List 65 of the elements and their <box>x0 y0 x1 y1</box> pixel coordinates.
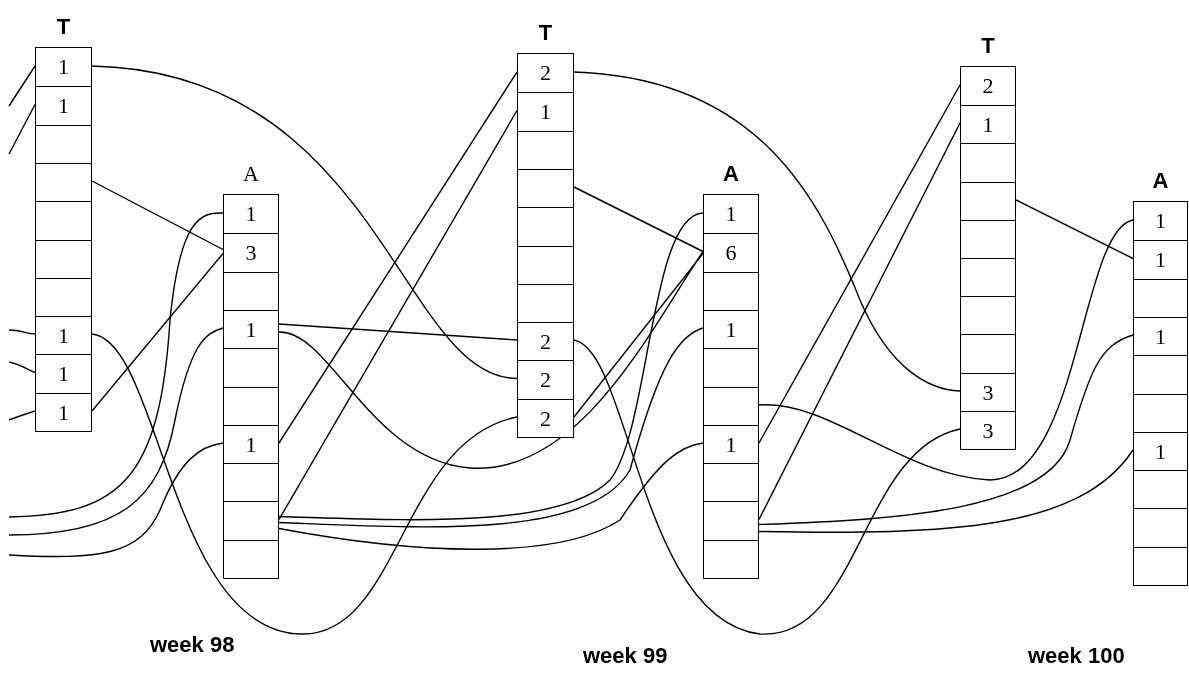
connector-line <box>8 329 36 335</box>
column-header: A <box>722 163 740 185</box>
count-number: 1 <box>58 401 69 424</box>
connector-line <box>8 103 36 155</box>
table-cell <box>518 399 573 437</box>
connector-line <box>758 334 1134 526</box>
connector-line <box>758 84 961 444</box>
connector-line <box>8 65 36 107</box>
column-header: T <box>980 35 996 57</box>
connector-line <box>8 212 224 518</box>
count-number: 2 <box>540 407 551 430</box>
week-label: week 100 <box>1028 643 1125 669</box>
count-number: 1 <box>245 203 257 225</box>
connector-line <box>278 442 704 550</box>
connector-line <box>91 180 224 251</box>
count-number: 1 <box>58 95 69 117</box>
count-number: 1 <box>58 363 69 385</box>
connector-line <box>91 252 224 412</box>
connector-line <box>278 327 704 528</box>
connector-line <box>8 410 36 421</box>
count-number: 2 <box>540 369 551 391</box>
connector-line <box>758 449 1134 533</box>
count-number: 1 <box>1155 249 1166 271</box>
connector-line <box>758 219 1134 481</box>
connector-line <box>278 109 518 521</box>
connector-line <box>278 71 518 444</box>
count-number: 1 <box>725 433 737 456</box>
column-header: T <box>55 16 72 38</box>
count-number: 1 <box>1155 325 1166 348</box>
count-number: 1 <box>1155 210 1166 232</box>
connector-line <box>8 442 224 558</box>
column-header: A <box>242 163 260 185</box>
week-label: week 99 <box>583 643 668 669</box>
count-number: 2 <box>540 330 551 353</box>
count-number: 1 <box>245 433 257 456</box>
count-number: 1 <box>58 56 69 78</box>
connector-line <box>573 186 704 253</box>
connector-line <box>91 65 518 380</box>
week-label: week 98 <box>150 632 235 658</box>
count-number: 1 <box>1155 440 1166 463</box>
count-number: 2 <box>540 62 551 84</box>
column-header: A <box>1151 170 1170 192</box>
count-number: 1 <box>725 203 737 225</box>
connector-line <box>91 333 518 635</box>
connector-line <box>278 212 704 521</box>
count-number: 1 <box>725 318 737 341</box>
count-number: 1 <box>58 324 69 347</box>
connector-line <box>573 339 961 635</box>
count-number: 6 <box>725 242 737 264</box>
count-number: 3 <box>982 381 994 404</box>
connector-line <box>1015 199 1134 260</box>
column-header: T <box>537 22 554 44</box>
connector-line <box>8 361 36 374</box>
connector-line <box>758 122 961 521</box>
connector-line <box>278 323 518 341</box>
connector-line <box>278 250 704 469</box>
count-number: 1 <box>540 101 551 123</box>
count-number: 1 <box>982 113 994 136</box>
count-number: 1 <box>245 318 257 341</box>
count-number: 3 <box>245 242 257 264</box>
connector-line <box>573 71 961 392</box>
count-number: 3 <box>982 419 994 442</box>
connector-line <box>8 327 224 536</box>
connector-line <box>573 252 704 418</box>
count-number: 2 <box>982 75 994 97</box>
